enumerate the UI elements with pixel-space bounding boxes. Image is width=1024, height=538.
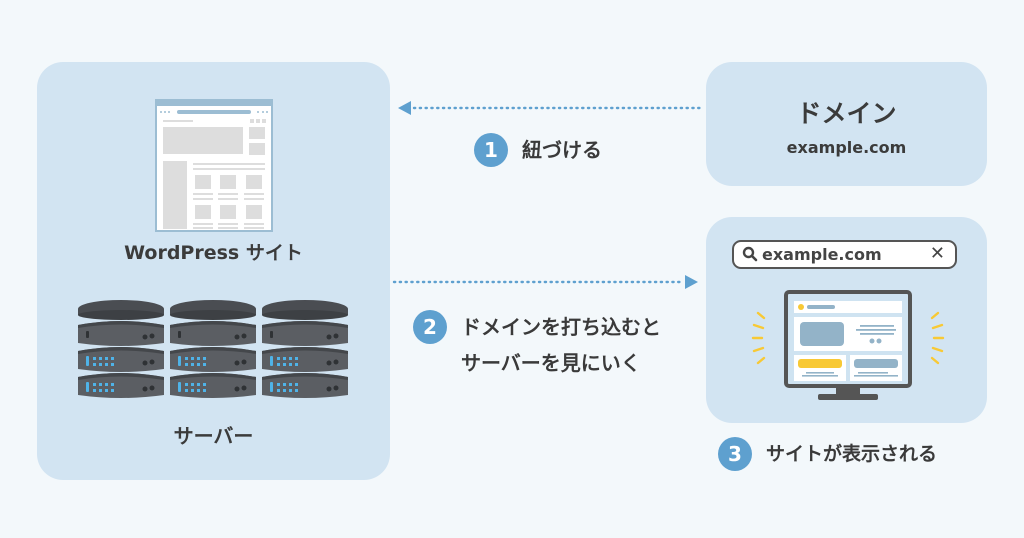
step-2-text: ドメインを打ち込むと サーバーを見にいく	[461, 310, 661, 380]
step-number-badge: 1	[474, 133, 508, 167]
step-number-badge: 3	[718, 437, 752, 471]
step-2-text-line1: ドメインを打ち込むと	[461, 315, 661, 339]
server-unit	[170, 300, 256, 398]
arrow-request-server	[392, 275, 698, 289]
step-3: 3 サイトが表示される	[718, 437, 937, 471]
domain-title: ドメイン	[796, 99, 897, 128]
wordpress-site-label: WordPress サイト	[124, 242, 303, 264]
webpage-wireframe-icon	[155, 99, 273, 232]
domain-panel: ドメイン example.com	[706, 62, 987, 186]
step-2-text-line2: サーバーを見にいく	[461, 351, 641, 375]
sparkle-lines-right	[930, 311, 945, 365]
server-label: サーバー	[173, 424, 254, 448]
arrow-link-domain	[398, 101, 706, 115]
step-2: 2 ドメインを打ち込むと サーバーを見にいく	[413, 310, 661, 380]
monitor-website-icon	[751, 290, 945, 400]
search-input-value[interactable]: example.com	[762, 245, 882, 264]
server-rack-icon	[78, 300, 348, 398]
domain-example: example.com	[786, 138, 907, 157]
step-1: 1 紐づける	[474, 133, 602, 167]
step-number-badge: 2	[413, 310, 447, 344]
search-icon	[742, 246, 758, 262]
server-unit	[262, 300, 348, 398]
site-display-panel: example.com ✕	[706, 217, 987, 423]
search-bar[interactable]: example.com ✕	[732, 240, 957, 269]
wordpress-server-panel: WordPress サイト	[37, 62, 390, 480]
sparkle-lines-left	[751, 311, 766, 365]
close-icon[interactable]: ✕	[929, 243, 945, 264]
step-1-text: 紐づける	[522, 138, 602, 162]
step-3-text: サイトが表示される	[766, 443, 938, 465]
server-unit	[78, 300, 164, 398]
